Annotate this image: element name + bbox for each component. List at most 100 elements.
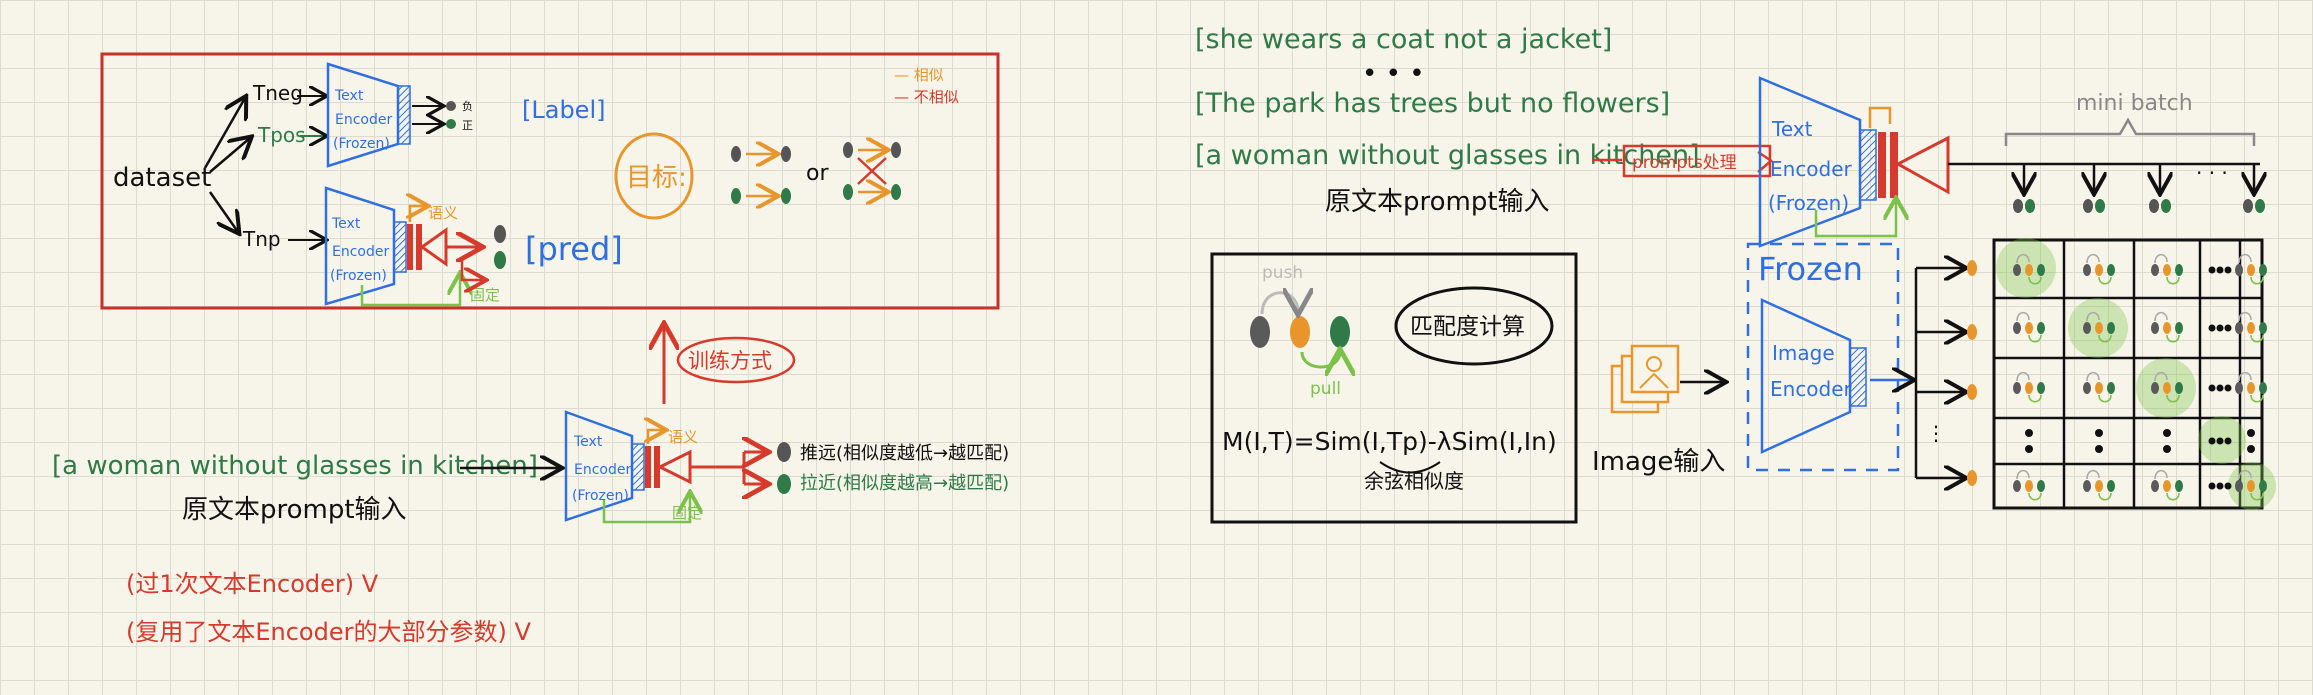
pull-label: pull	[1310, 379, 1341, 399]
svg-text:⋮: ⋮	[1926, 421, 1946, 445]
matrix-cell	[2095, 429, 2103, 453]
arrow-to-tpos	[209, 138, 250, 173]
bottom-left-flow: [a woman without glasses in kitchen] 原文本…	[52, 410, 1009, 646]
matrix-cell	[2151, 469, 2183, 501]
matrix-cell	[2208, 437, 2232, 445]
similarity-matrix	[1992, 238, 2276, 510]
mark-pos: 正	[462, 119, 473, 132]
matrix-cell	[2208, 324, 2232, 332]
prompts-process-label: prompts处理	[1632, 153, 1737, 173]
matching-box: push pull 匹配度计算 M(I,T)=Sim(I,Tp)-λSim(I,…	[1210, 252, 1578, 524]
target-circle	[614, 132, 694, 220]
training-method-bubble	[676, 336, 796, 384]
match-title: 匹配度计算	[1410, 314, 1525, 340]
tneg-label: Tneg	[252, 81, 303, 105]
matrix-cell	[2151, 311, 2183, 343]
matrix-cell	[2163, 429, 2171, 453]
text-encoder-bottom: Text Encoder (Frozen)	[324, 186, 407, 306]
matrix-cell	[2235, 253, 2267, 285]
legend-dissimilar: — 不相似	[894, 88, 959, 106]
prompt-2: [The park has trees but no flowers]	[1195, 88, 1670, 119]
matrix-cell	[2151, 371, 2183, 403]
frozen-label: Frozen	[1758, 250, 1863, 288]
target-label: 目标:	[626, 163, 687, 193]
svg-text:Text: Text	[1771, 117, 1813, 141]
label-text: [Label]	[522, 96, 605, 124]
text-encoder-bottom-left: Text Encoder (Frozen)	[564, 410, 645, 522]
matrix-cell	[2208, 384, 2232, 392]
mini-batch-label: mini batch	[2076, 91, 2193, 116]
matrix-cell	[2013, 253, 2045, 285]
panel-frame	[100, 52, 1000, 310]
arrow-to-tnp	[208, 191, 238, 232]
adapter-red	[407, 224, 480, 270]
formula-caption: 余弦相似度	[1364, 469, 1464, 493]
right-prompt-caption: 原文本prompt输入	[1325, 187, 1550, 217]
pull-text: 拉近(相似度越高→越匹配)	[800, 473, 1009, 494]
tpos-label: Tpos	[257, 123, 306, 147]
prompt-3: [a woman without glasses in kitchen]	[1195, 140, 1700, 171]
matrix-cell	[2208, 266, 2232, 274]
svg-text:Text: Text	[573, 434, 603, 450]
tnp-label: Tnp	[242, 227, 281, 251]
push-label: push	[1262, 263, 1303, 283]
matrix-cell	[2083, 311, 2115, 343]
svg-text:· · ·: · · ·	[2196, 161, 2228, 185]
matrix-cell	[2235, 371, 2267, 403]
matrix-cell	[2208, 482, 2232, 490]
svg-text:固定: 固定	[470, 286, 500, 304]
image-encoder: Image Encoder	[1760, 298, 1867, 454]
prompt-ellipsis: • • •	[1362, 59, 1425, 89]
text-encoder-top: Text Encoder (Frozen)	[326, 62, 411, 168]
note-2: (复用了文本Encoder的大部分参数) V	[126, 618, 531, 646]
matrix-cell	[2013, 371, 2045, 403]
matrix-cell	[2151, 253, 2183, 285]
image-embedding-arrows: ⋮	[1916, 260, 1977, 486]
right-prompts: [she wears a coat not a jacket] • • • [T…	[1195, 24, 1773, 217]
legend-similar: — 相似	[894, 66, 944, 84]
matrix-cell	[2013, 469, 2045, 501]
matrix-cell	[2013, 311, 2045, 343]
svg-text:Encoder: Encoder	[335, 112, 392, 128]
matrix-cell	[2247, 429, 2255, 453]
svg-text:(Frozen): (Frozen)	[1768, 191, 1849, 215]
mark-neg: 负	[462, 99, 473, 113]
matrix-cell	[2025, 429, 2033, 453]
text-embeddings	[2013, 199, 2265, 213]
svg-text:Encoder: Encoder	[1770, 377, 1853, 401]
svg-text:(Frozen): (Frozen)	[572, 488, 629, 504]
mini-batch-brace	[2004, 117, 2256, 146]
dataset-label: dataset	[113, 163, 211, 193]
svg-text:Text: Text	[331, 216, 361, 232]
matrix-cell	[2083, 253, 2115, 285]
svg-text:Text: Text	[334, 88, 364, 104]
bottom-prompt: [a woman without glasses in kitchen]	[52, 451, 538, 481]
svg-text:Encoder: Encoder	[574, 462, 631, 478]
svg-text:(Frozen): (Frozen)	[330, 268, 387, 284]
matrix-cell	[2235, 311, 2267, 343]
text-embedding-arrows: · · ·	[2024, 161, 2254, 192]
svg-text:固定: 固定	[672, 504, 702, 522]
pred-text: [pred]	[525, 230, 623, 268]
svg-text:Image: Image	[1772, 341, 1835, 365]
svg-text:Encoder: Encoder	[332, 244, 389, 260]
arrow-to-tneg	[203, 98, 245, 169]
text-encoder-right: Text Encoder (Frozen)	[1758, 76, 1877, 248]
left-training-panel: dataset Tneg Tpos Tnp Text Encoder (Froz…	[100, 52, 1000, 310]
note-1: (过1次文本Encoder) V	[126, 570, 379, 598]
svg-text:语义: 语义	[428, 204, 458, 222]
push-text: 推远(相似度越低→越匹配)	[800, 443, 1009, 464]
formula: M(I,T)=Sim(I,Tp)-λSim(I,In)	[1222, 427, 1557, 456]
frozen-box	[1746, 242, 1900, 472]
training-method-label: 训练方式	[688, 349, 772, 373]
matrix-cell	[2083, 469, 2115, 501]
svg-text:Encoder: Encoder	[1770, 157, 1853, 181]
matrix-cells	[2013, 253, 2267, 501]
image-input-icon	[1610, 344, 1680, 414]
matrix-cell	[2235, 469, 2267, 501]
or-label: or	[806, 161, 829, 186]
prompt-1: [she wears a coat not a jacket]	[1195, 24, 1612, 55]
bottom-prompt-caption: 原文本prompt输入	[182, 495, 407, 525]
svg-text:(Frozen): (Frozen)	[333, 136, 390, 152]
image-input-label: Image输入	[1592, 447, 1725, 477]
